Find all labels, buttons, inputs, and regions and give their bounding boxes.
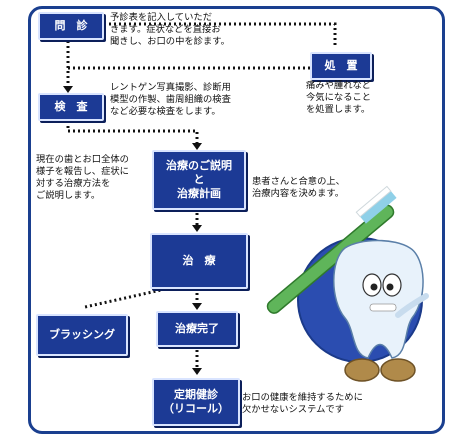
step-kanryo: 治療完了 xyxy=(156,311,238,347)
arrowhead-to-kanryo xyxy=(192,303,202,310)
step-teiki-line1: 定期健診 xyxy=(174,388,218,402)
arrowhead-to-chiryo xyxy=(192,225,202,232)
note-setsumei-left: 現在の歯とお口全体の 様子を報告し、症状に 対する治療方法を ご説明します。 xyxy=(36,154,129,202)
arrowhead-to-teiki xyxy=(192,368,202,375)
arrowhead-to-setsumei xyxy=(192,143,202,150)
note-setsumei-right: 患者さんと合意の上、 治療内容を決めます。 xyxy=(252,176,345,200)
connector-kensa-setsumei xyxy=(66,116,199,146)
connector-chiryo-brushing xyxy=(84,286,171,309)
tooth-mascot-illustration xyxy=(266,185,429,382)
step-setsumei-line2: と xyxy=(193,173,205,187)
step-teiki-line2: （リコール） xyxy=(163,402,229,415)
note-kensa: レントゲン写真撮影、診断用 模型の作製、歯周組織の検査 など必要な検査をします。 xyxy=(110,82,231,118)
step-setsumei: 治療のご説明 と 治療計画 xyxy=(152,150,246,210)
step-setsumei-line1: 治療のご説明 xyxy=(166,159,232,173)
connector-monshin-shochi xyxy=(99,22,337,48)
note-monshin: 予診表を記入していただ きます。症状などを直接お 聞きし、お口の中を診ます。 xyxy=(110,12,230,48)
note-shochi: 痛みや腫れなど 今気になること を処置します。 xyxy=(306,80,372,116)
step-shochi: 処 置 xyxy=(310,52,372,80)
step-chiryo: 治 療 xyxy=(150,233,248,289)
step-teiki: 定期健診 （リコール） xyxy=(152,378,240,426)
step-monshin: 問 診 xyxy=(38,12,104,40)
note-teiki: お口の健康を維持するために 欠かせないシステムです xyxy=(242,392,363,416)
step-brushing: ブラッシング xyxy=(36,314,128,356)
step-setsumei-line3: 治療計画 xyxy=(177,186,221,200)
step-kensa: 検 査 xyxy=(38,93,104,121)
arrowhead-to-kensa xyxy=(63,86,73,93)
